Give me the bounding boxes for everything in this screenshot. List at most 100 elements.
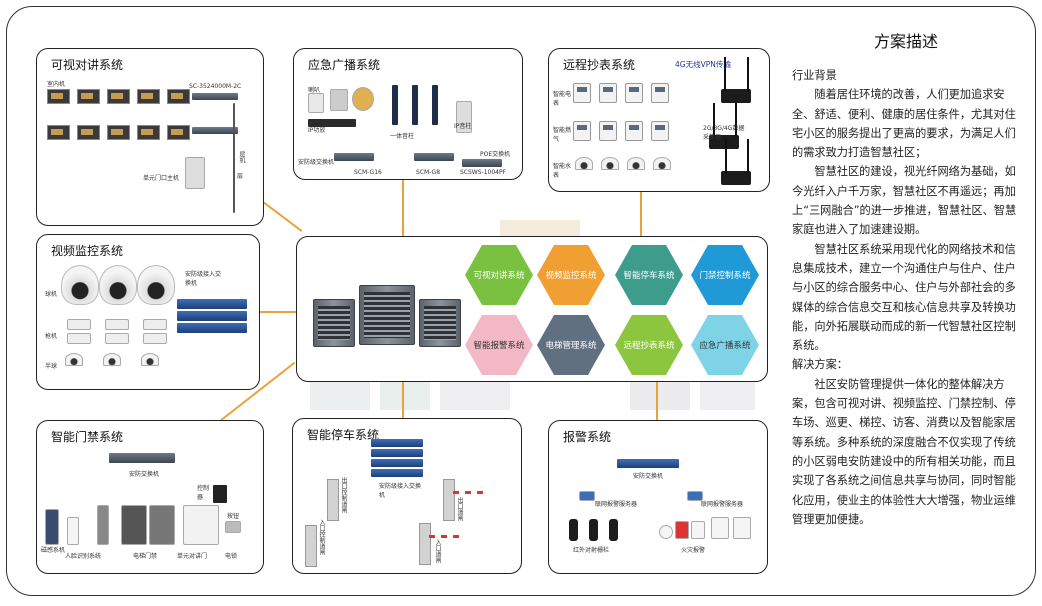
collector-router: [709, 135, 739, 149]
broadcast-switch: [334, 153, 374, 161]
hex-access[interactable]: 门禁控制系统: [691, 245, 759, 305]
panel-title: 远程抄表系统: [563, 58, 636, 72]
label-parking-switch: 安防级接入交换机: [379, 483, 422, 499]
indoor-monitor: [47, 89, 70, 104]
ptz-camera-icon: [99, 265, 137, 305]
label-alarm-switch: 安防交换机: [633, 473, 664, 480]
bullet-camera-icon: [67, 319, 91, 330]
label-controller: 控制器: [197, 485, 210, 501]
hex-broadcast[interactable]: 应急广播系统: [691, 315, 759, 375]
panel-title: 报警系统: [563, 430, 612, 444]
infrared-beam-icon: [609, 519, 618, 541]
hex-video[interactable]: 视频监控系统: [537, 245, 605, 305]
description-heading: 解决方案：: [792, 358, 848, 372]
column-speaker: [392, 85, 398, 125]
indoor-monitor: [167, 89, 190, 104]
label-face-machine: 磁感系机: [41, 547, 66, 554]
label-scsws: SCSWS-1004PF: [460, 169, 507, 176]
label-riser: 层机: [238, 151, 245, 163]
indoor-monitor: [47, 125, 70, 140]
entry-barrier: [419, 523, 431, 565]
parking-switch: [371, 459, 423, 467]
speaker-icon: [330, 89, 348, 111]
fire-alarm-icon: [691, 521, 705, 539]
hex-intercom[interactable]: 可视对讲系统: [465, 245, 533, 305]
water-meter-icon: [627, 157, 645, 170]
antenna: [735, 103, 737, 137]
riser-cable: [233, 103, 235, 213]
indoor-monitor: [167, 125, 190, 140]
barrier-arm: [453, 491, 483, 494]
label-scm-g16: SCM-G16: [354, 169, 382, 176]
electric-meter-icon: [573, 83, 591, 103]
label-exit-gate: 出口道闸: [456, 497, 463, 521]
label-elevator-access: 电梯门禁: [133, 553, 158, 560]
label-column-speaker: 一体音柱: [390, 133, 415, 140]
label-riser-2: 层: [237, 173, 244, 180]
panel-alarm: 报警系统 安防交换机 联网报警服务器 联网报警服务器 红外对射栅栏 火灾报警: [548, 420, 768, 574]
gas-meter-icon: [599, 121, 617, 141]
label-alarm-server-1: 联网报警服务器: [595, 501, 638, 508]
panel-meter: 远程抄表系统 4G无线VPN传输 智能电表 智能燃气 智能水表 2G/3G/4G…: [548, 48, 770, 192]
turnstile: [97, 505, 109, 545]
label-bullet: 枪机: [45, 333, 58, 340]
electric-meter-icon: [651, 83, 669, 103]
hex-elevator[interactable]: 电梯管理系统: [537, 315, 605, 375]
description-paragraph: 智慧社区系统采用现代化的网络技术和信息集成技术，建立一个沟通住户与住户、住户与小…: [792, 242, 1016, 353]
label-lock: 电锁: [225, 553, 238, 560]
bullet-camera-icon: [143, 319, 167, 330]
hex-meter[interactable]: 远程抄表系统: [615, 315, 683, 375]
alarm-server: [579, 491, 595, 501]
infrared-beam-icon: [569, 519, 578, 541]
label-fire: 火灾报警: [681, 547, 706, 554]
label-alarm-server-2: 联网报警服务器: [701, 501, 744, 508]
antenna: [747, 139, 749, 173]
label-switch-model: SC-3524000M-2C: [189, 83, 242, 90]
label-ip-column: IP音柱: [454, 123, 472, 130]
label-ip-amp: IP功放: [308, 127, 326, 134]
collector-router: [721, 89, 751, 103]
panel-title: 可视对讲系统: [51, 58, 124, 72]
parking-switch: [371, 449, 423, 457]
label-unit-door: 单元对讲门: [177, 553, 208, 560]
bullet-camera-icon: [143, 333, 167, 344]
dome-camera-icon: [141, 353, 159, 366]
access-switch: [109, 453, 175, 463]
hex-parking[interactable]: 智能停车系统: [615, 245, 683, 305]
label-entry-control: 入口控制道闸: [318, 519, 325, 555]
label-access-switch: 安防级接入交换机: [185, 271, 222, 287]
elevator-door: [149, 505, 175, 545]
column-speaker: [432, 85, 438, 125]
video-switch: [177, 311, 247, 321]
video-switch: [177, 299, 247, 309]
video-switch: [177, 323, 247, 333]
exit-barrier: [443, 479, 455, 521]
label-electric-meter: 智能电表: [553, 91, 572, 107]
description-paragraph: 随着居住环境的改善，人们更加追求安全、舒适、便利、健康的居住条件，尤其对住宅小区…: [792, 88, 1016, 160]
motion-sensor-icon: [711, 517, 729, 539]
core-switch-rack: [419, 299, 461, 347]
label-exit-control: 出口控制道闸: [340, 477, 347, 513]
panel-intercom: 可视对讲系统 室内机 SC-3524000M-2C 单元门口主机 层机 层: [36, 48, 264, 226]
horn-speaker-icon: [352, 87, 374, 111]
intercom-switch: [192, 127, 238, 134]
alarm-switch: [617, 459, 679, 468]
broadcast-switch: [414, 153, 454, 161]
connector-alarm: [656, 380, 658, 420]
antenna: [713, 103, 715, 137]
hex-alarm[interactable]: 智能报警系统: [465, 315, 533, 375]
core-switch-rack: [359, 285, 415, 345]
antenna: [725, 139, 727, 173]
controller-device: [213, 485, 227, 503]
label-infrared: 红外对射栅栏: [573, 547, 610, 554]
label-speaker: 喇叭: [308, 87, 321, 94]
elevator-door: [121, 505, 147, 545]
connector-broadcast: [402, 174, 404, 236]
description-paragraph: 社区安防管理提供一体化的整体解决方案，包含可视对讲、视频监控、门禁控制、停车场、…: [792, 377, 1016, 526]
label-indoor-unit: 室内机: [47, 81, 66, 88]
dome-camera-icon: [103, 353, 121, 366]
water-meter-icon: [601, 157, 619, 170]
core-switch-rack: [313, 299, 355, 347]
dome-camera-icon: [65, 353, 83, 366]
bullet-camera-icon: [67, 333, 91, 344]
